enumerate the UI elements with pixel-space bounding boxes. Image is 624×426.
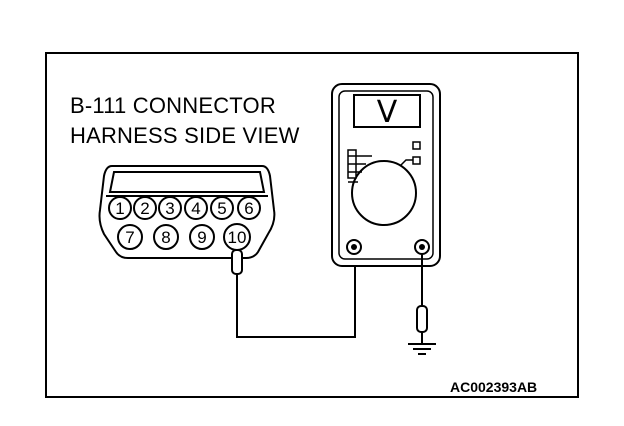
pin-1 bbox=[108, 196, 132, 220]
connector-latch bbox=[108, 171, 266, 193]
pin-3 bbox=[158, 196, 182, 220]
meter-dial bbox=[351, 160, 417, 226]
meter-body-inner bbox=[338, 90, 434, 260]
test-lead-wire bbox=[236, 253, 356, 338]
pin-7 bbox=[117, 224, 143, 250]
ground-lead bbox=[416, 254, 428, 344]
connector-housing bbox=[98, 165, 276, 259]
pin-6 bbox=[237, 196, 261, 220]
figure-code: AC002393AB bbox=[450, 379, 538, 395]
b111-connector bbox=[98, 165, 276, 259]
probe-pin-10 bbox=[231, 249, 243, 275]
title-line-1: B-111 CONNECTOR bbox=[70, 93, 276, 118]
title-line-2: HARNESS SIDE VIEW bbox=[70, 123, 300, 148]
pin-9 bbox=[189, 224, 215, 250]
meter-terminal-positive-center bbox=[419, 244, 425, 250]
pin-label-6: 6 bbox=[244, 199, 253, 218]
pin-label-1: 1 bbox=[115, 199, 124, 218]
voltmeter: V bbox=[331, 83, 441, 267]
pin-5 bbox=[210, 196, 234, 220]
meter-selector-mark bbox=[399, 159, 414, 167]
ground-symbol-icon bbox=[408, 343, 436, 355]
probe-tip bbox=[231, 249, 243, 275]
meter-terminal-negative-center bbox=[351, 244, 357, 250]
pin-label-5: 5 bbox=[217, 199, 226, 218]
pin-label-3: 3 bbox=[165, 199, 174, 218]
pin-label-8: 8 bbox=[161, 228, 170, 247]
pin-label-2: 2 bbox=[140, 199, 149, 218]
pin-8 bbox=[153, 224, 179, 250]
pin-label-9: 9 bbox=[197, 228, 206, 247]
pin-label-10: 10 bbox=[228, 228, 247, 247]
meter-indicator-1 bbox=[412, 141, 421, 150]
meter-display bbox=[353, 94, 421, 128]
meter-indicator-2 bbox=[412, 156, 421, 165]
pin-label-7: 7 bbox=[125, 228, 134, 247]
pin-4 bbox=[184, 196, 208, 220]
pin-label-4: 4 bbox=[191, 199, 200, 218]
ground-clip bbox=[416, 305, 428, 333]
meter-unit-symbol: V bbox=[377, 95, 398, 130]
pins-bottom-row: 7 8 9 10 bbox=[117, 223, 251, 251]
pins-top-row: 1 2 3 4 5 6 bbox=[108, 196, 261, 220]
pin-2 bbox=[133, 196, 157, 220]
